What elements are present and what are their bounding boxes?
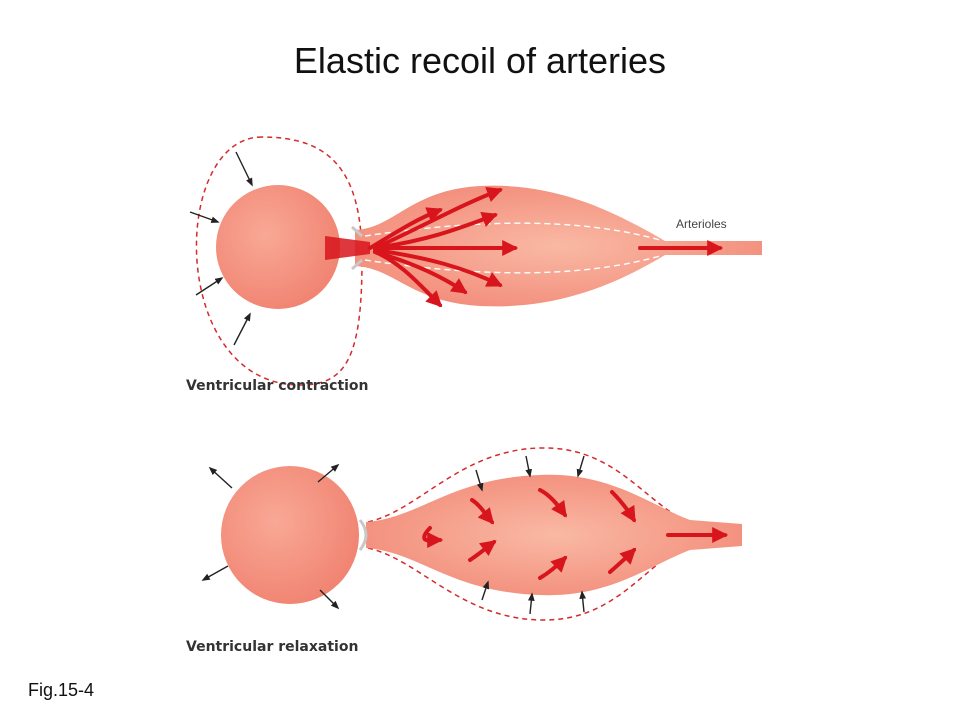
flow-arrow xyxy=(373,250,443,308)
flow-arrow xyxy=(608,547,637,574)
ventricle xyxy=(221,466,359,604)
expansion-arrow xyxy=(319,589,340,610)
aorta-dashed-outline xyxy=(367,447,681,523)
flow-arrow xyxy=(422,526,444,548)
flow-arrow xyxy=(368,207,443,250)
recoil-arrow xyxy=(475,469,484,492)
expansion-arrow xyxy=(208,466,233,489)
aorta-dashed-outline xyxy=(367,547,681,621)
compression-arrow xyxy=(235,151,253,187)
contraction-caption: Ventricular contraction xyxy=(186,378,369,394)
slide-title: Elastic recoil of arteries xyxy=(293,40,667,81)
ventricle-dashed-outline xyxy=(195,136,363,386)
aorta-expanded xyxy=(355,185,762,307)
flow-arrow xyxy=(538,555,568,580)
expansion-arrow xyxy=(317,463,340,483)
relaxation-panel xyxy=(201,447,742,621)
aortic-valve xyxy=(358,519,368,551)
recoil-arrow xyxy=(525,455,532,478)
aorta-recoiling xyxy=(366,474,742,596)
ventricle xyxy=(216,185,340,309)
arterioles-label: Arterioles xyxy=(676,217,727,231)
expansion-arrow xyxy=(201,565,229,581)
recoil-arrow xyxy=(579,590,587,613)
flow-arrow xyxy=(373,211,498,250)
aortic-valve xyxy=(350,225,364,271)
compression-arrow xyxy=(195,277,224,296)
recoil-arrow xyxy=(527,592,535,615)
flow-arrow xyxy=(468,540,497,562)
ejection-stream xyxy=(325,236,370,260)
recoil-arrow xyxy=(576,455,585,478)
compression-arrow xyxy=(233,312,251,346)
flow-arrow xyxy=(610,490,636,523)
recoil-arrow xyxy=(481,580,490,601)
flow-arrow xyxy=(470,498,495,525)
flow-arrow xyxy=(373,187,503,250)
flow-arrow xyxy=(538,488,567,518)
compression-arrow xyxy=(189,211,220,223)
figure-label: Fig.15-4 xyxy=(28,680,95,700)
flow-arrow xyxy=(373,248,503,287)
relaxation-caption: Ventricular relaxation xyxy=(186,639,359,655)
contraction-panel: Arterioles xyxy=(189,136,762,386)
